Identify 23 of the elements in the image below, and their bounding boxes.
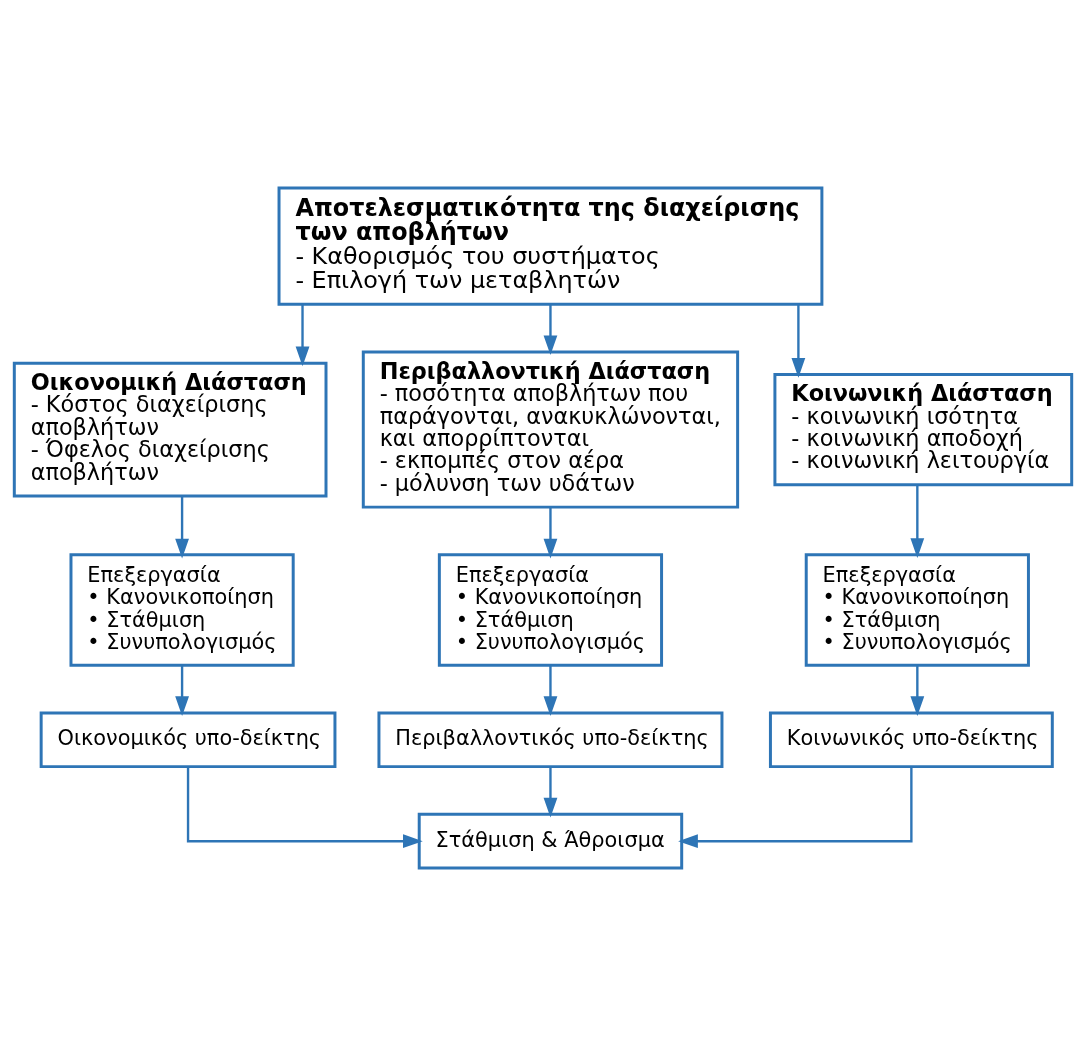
node-box: Αποτελεσματικότητα της διαχείρισης των αποβλήτων - Καθορισμός του συστήματος - Επιλογή των μεταβλητών [277,186,824,306]
arrow [175,495,189,558]
node-box: Κοινωνική Διάσταση - κοινωνική ισότητα - κοινωνική αποδοχή - κοινωνική λειτουργία [773,372,1074,486]
arrow [543,766,558,818]
arrow [678,766,913,848]
node-box: Περιβαλλοντικός υπο-δείκτης [377,710,724,768]
node-box: Επεξεργασία • Κανονικοποίηση • Στάθμιση • Συνυπολογισμός [437,552,664,667]
arrow [175,664,189,716]
node-box: Οικονομικός υπο-δείκτης [39,710,337,768]
node-box: Κοινωνικός υπο-δείκτης [768,710,1054,768]
node-box: Περιβαλλοντική Διάσταση - ποσότητα αποβλήτων που παράγονται, ανακυκλώνονται, και απορρίπτονται - εκπομπές στον αέρα - μόλυνση των υδάτων [361,350,740,509]
arrow [543,664,558,716]
node-box: Επεξεργασία • Κανονικοποίηση • Στάθμιση • Συνυπολογισμός [69,552,295,667]
arrow [295,304,310,366]
arrow [186,766,423,848]
node-box: Οικονομική Διάσταση - Κόστος διαχείρισης αποβλήτων - Όφελος διαχείρισης αποβλήτων [12,361,328,497]
arrow [791,304,806,378]
arrow [543,506,558,558]
node-box: Στάθμιση & Άθροισμα [417,812,684,869]
arrow [910,664,925,716]
node-box: Επεξεργασία • Κανονικοποίηση • Στάθμιση • Συνυπολογισμός [804,552,1030,667]
arrow [910,484,925,558]
arrow [543,304,558,355]
